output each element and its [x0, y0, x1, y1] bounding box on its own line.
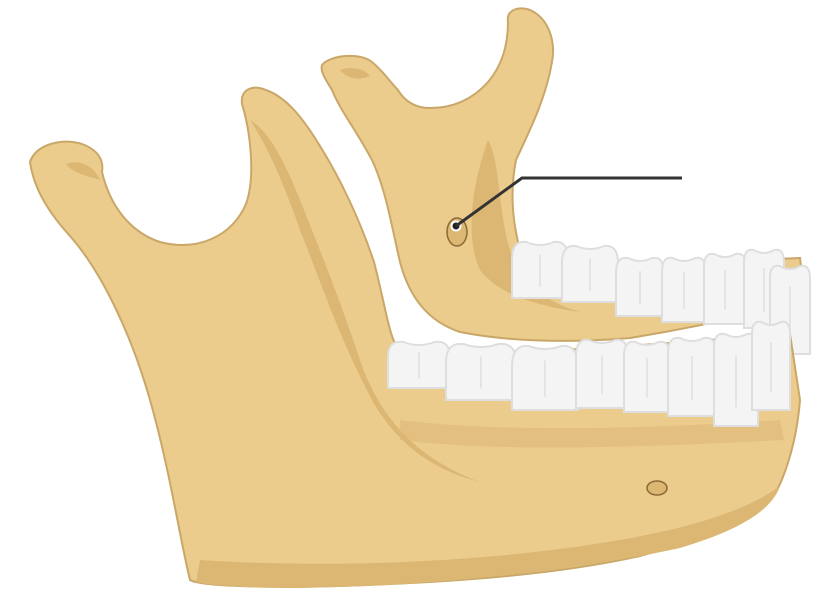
- lower-teeth: [387, 320, 791, 427]
- upper-teeth: [511, 240, 811, 355]
- lower-tooth: [387, 340, 451, 389]
- leader-line: [455, 176, 682, 228]
- lower-tooth: [751, 320, 791, 411]
- upper-tooth: [561, 244, 619, 303]
- mental-foramen: [646, 480, 668, 496]
- lower-tooth: [623, 340, 671, 413]
- lower-base-shadow: [196, 486, 780, 588]
- lower-tooth: [445, 342, 517, 401]
- upper-ramus-inner-edge: [340, 68, 370, 79]
- lower-ramus-shadow: [250, 120, 480, 482]
- lower-condyle-shadow: [66, 162, 100, 180]
- upper-tooth: [661, 256, 707, 323]
- upper-tooth: [615, 256, 665, 317]
- lower-tooth: [511, 344, 579, 411]
- lower-tooth: [575, 338, 629, 409]
- lower-tooth: [667, 336, 717, 417]
- lower-body-ridge: [400, 420, 784, 448]
- lower-mandible: [28, 86, 802, 588]
- upper-mandible-shadow: [471, 140, 580, 312]
- upper-tooth: [511, 240, 569, 299]
- upper-tooth: [703, 252, 747, 325]
